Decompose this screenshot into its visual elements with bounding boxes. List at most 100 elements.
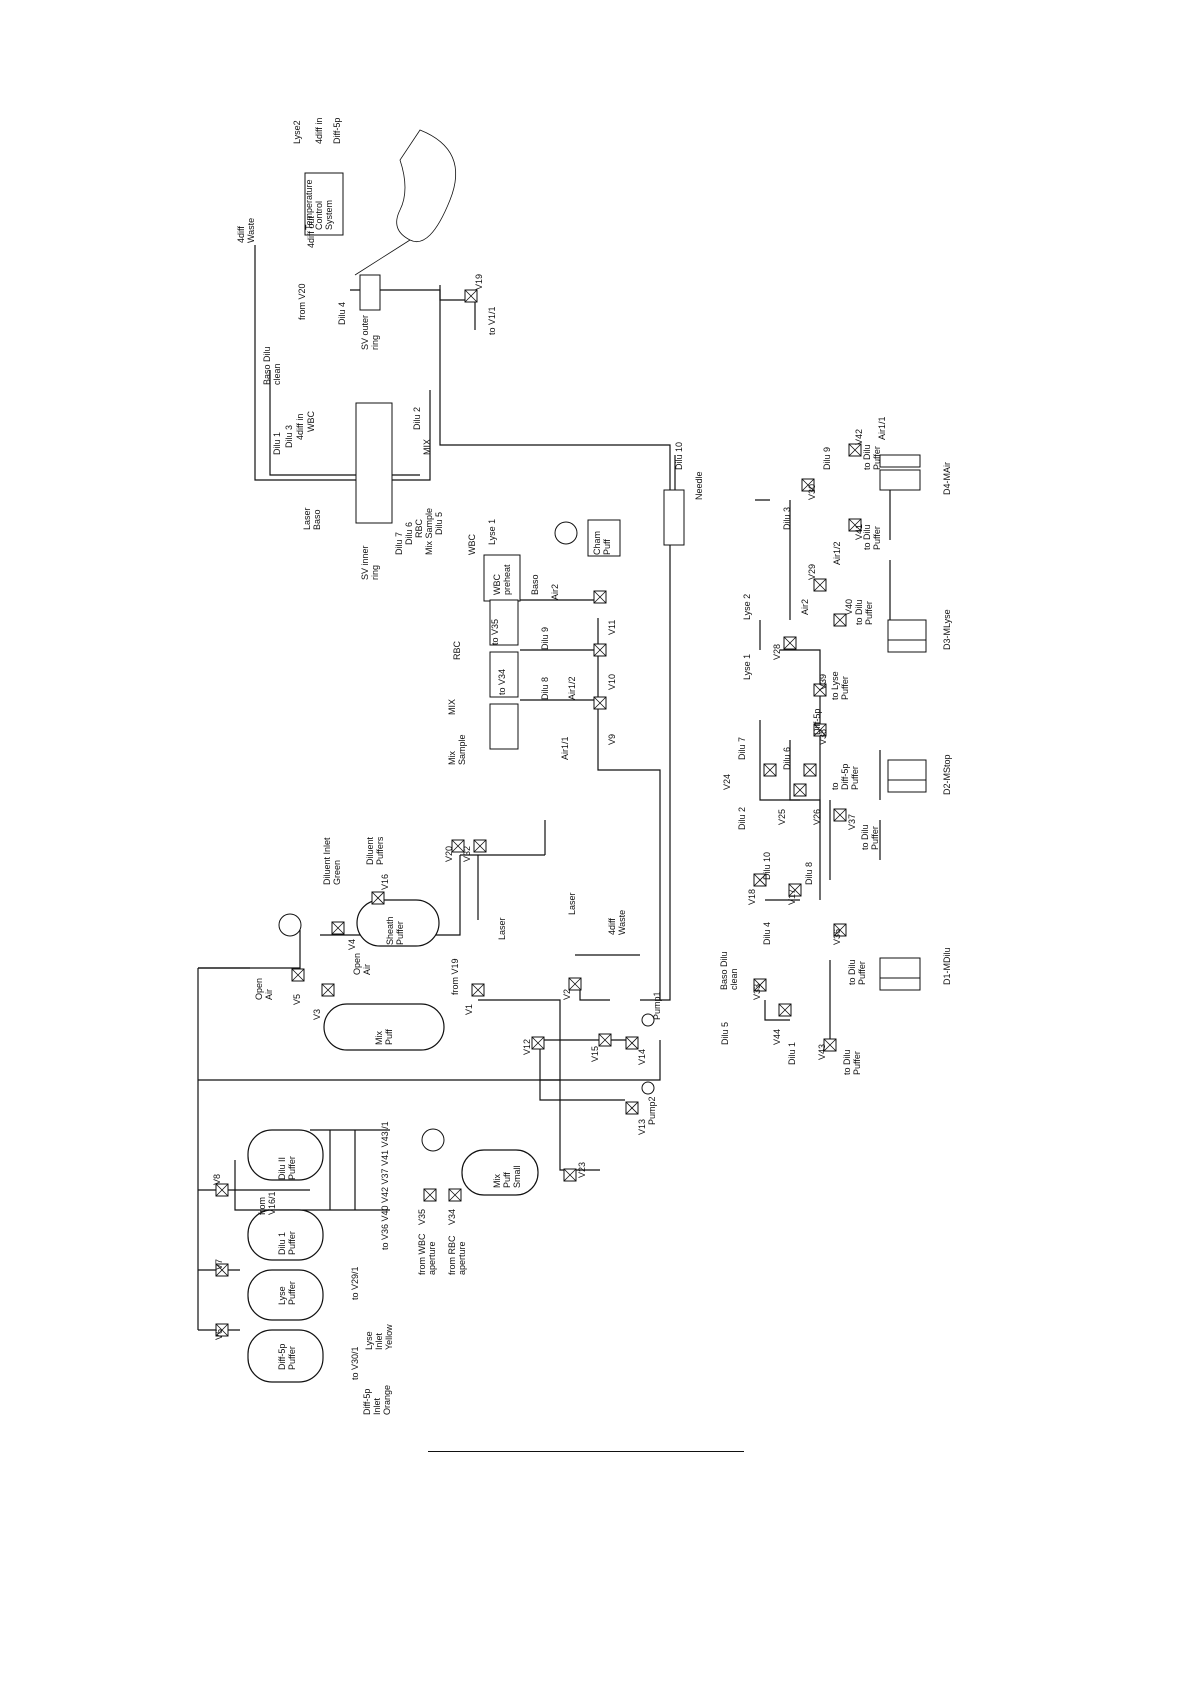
label-v2: V2 — [562, 989, 572, 1000]
v1-line — [477, 855, 561, 1070]
sv-inner-ring-block — [355, 402, 393, 524]
label-v42: V42 — [854, 429, 864, 445]
label-v35: V35 — [417, 1209, 427, 1225]
valve-icon — [291, 968, 305, 982]
sv-left-frame-inner — [269, 370, 420, 476]
dilu2-puffer-tank — [247, 1129, 324, 1181]
mix-chamber-box — [489, 703, 519, 750]
label-v44: V44 — [772, 1029, 782, 1045]
open-air-line — [198, 930, 301, 969]
label-mix-sample-sv: Mix Sample — [424, 508, 434, 555]
v23-line — [559, 1070, 600, 1171]
valve-icon — [625, 1101, 639, 1115]
label-from-v20: from V20 — [297, 283, 307, 320]
label-v33: V33 — [752, 984, 762, 1000]
label-v32: V32 — [462, 846, 472, 862]
valve-icon — [813, 723, 827, 737]
label-diff5p-r: Diff-5p — [812, 709, 822, 735]
label-v4: V4 — [347, 939, 357, 950]
label-mix-puff: MixPuff — [374, 1029, 394, 1045]
d1-box — [879, 957, 921, 979]
sheath-puffer-tank — [356, 899, 440, 947]
label-to-v29: to V29/1 — [350, 1266, 360, 1300]
valve-icon — [803, 763, 817, 777]
valve-icon — [215, 1183, 229, 1197]
label-baso-dilu-clean-top: Baso Diluclean — [262, 346, 282, 385]
label-v1: V1 — [464, 1004, 474, 1015]
pump1-icon — [641, 1013, 655, 1027]
valve-icon — [593, 696, 607, 710]
diff5p-puffer-tank — [247, 1329, 324, 1383]
label-to-dilu-puffer-37: to DiluPuffer — [860, 824, 880, 850]
label-dilu7-r: Dilu 7 — [737, 737, 747, 760]
valve-icon — [215, 1323, 229, 1337]
label-4diff-in-top: 4diff in — [314, 118, 324, 144]
label-wbc-sv: WBC — [306, 411, 316, 432]
valve-icon — [823, 1038, 837, 1052]
label-mix-sv: MIX — [422, 439, 432, 455]
label-4diff-waste-mid: 4diffWaste — [607, 910, 627, 935]
valve-icon — [763, 763, 777, 777]
label-open-air-v5: OpenAir — [254, 978, 274, 1000]
label-air1-1-r: Air1/1 — [877, 416, 887, 440]
temp-control-box — [304, 172, 344, 236]
label-v6: V6 — [214, 1329, 224, 1340]
label-to-diff5p-puffer: toDiff-5pPuffer — [830, 764, 860, 790]
dilu-puffer-ends — [310, 1129, 390, 1211]
label-to-v34: to V34 — [497, 669, 507, 695]
label-dilu4-top: Dilu 4 — [337, 302, 347, 325]
label-v39: V39 — [818, 674, 828, 690]
label-cham-puff: ChamPuff — [592, 531, 612, 555]
label-dilu2-puffer: Dilu IIPuffer — [277, 1156, 297, 1180]
sensor-link — [354, 239, 411, 276]
label-lyse-puffer: LysePuffer — [277, 1281, 297, 1305]
label-to-dilu-puffer-36: to DiluPuffer — [847, 959, 867, 985]
valve-icon — [801, 478, 815, 492]
valve-icon — [833, 613, 847, 627]
sheath-pump-icon — [278, 913, 302, 937]
label-v37: V37 — [847, 814, 857, 830]
valve-icon — [813, 683, 827, 697]
label-dilu6-r: Dilu 6 — [782, 747, 792, 770]
label-lyse1-r: Lyse 1 — [742, 654, 752, 680]
label-d3: D3-MLyse — [942, 609, 952, 650]
tanks — [247, 172, 927, 1383]
label-dilu1-puffer: Dilu 1Puffer — [277, 1231, 297, 1255]
label-air1-2: Air1/2 — [567, 676, 577, 700]
label-lyse2-r: Lyse 2 — [742, 594, 752, 620]
sensor-head-shape — [396, 129, 457, 242]
valve-icon — [598, 1033, 612, 1047]
label-from-v19: from V19 — [450, 958, 460, 995]
valve-icon — [423, 1188, 437, 1202]
label-v29: V29 — [807, 564, 817, 580]
label-temp-ctrl: TemperatureControlSystem — [304, 179, 334, 230]
label-air2-r: Air2 — [800, 599, 810, 615]
label-to-v-list: to V36 V40 V42 V37 V41 V43 /1 — [380, 1121, 390, 1250]
d2-box — [887, 759, 927, 781]
valve-icon — [813, 578, 827, 592]
label-sv-inner: SV innerring — [360, 545, 380, 580]
label-v17: V17 — [787, 889, 797, 905]
label-v16: V16 — [380, 874, 390, 890]
label-baso-sv: Baso — [312, 509, 322, 530]
label-to-v11: to V1/1 — [487, 306, 497, 335]
wbc-chamber-box — [489, 599, 519, 646]
d3-box — [887, 619, 927, 641]
label-diff5p-inlet: Diff-5pInletOrange — [362, 1385, 392, 1415]
label-diluent-puffers: DiluentPuffers — [365, 836, 385, 865]
dilu1-puffer-tank — [247, 1209, 324, 1261]
label-dilu9-r: Dilu 9 — [822, 447, 832, 470]
valve-icon — [848, 443, 862, 457]
label-lyse1-chamber: Lyse 1 — [487, 519, 497, 545]
label-dilu1-r: Dilu 1 — [787, 1042, 797, 1065]
label-v28: V28 — [772, 644, 782, 660]
valve-icon — [833, 923, 847, 937]
label-to-dilu-puffer-41: to DiluPuffer — [862, 524, 882, 550]
label-v43: V43 — [817, 1044, 827, 1060]
label-v30: V30 — [807, 484, 817, 500]
lyse-links — [759, 620, 821, 820]
needle-block — [663, 489, 685, 546]
label-mix-chamber: MIX — [447, 699, 457, 715]
valve-icon — [783, 636, 797, 650]
